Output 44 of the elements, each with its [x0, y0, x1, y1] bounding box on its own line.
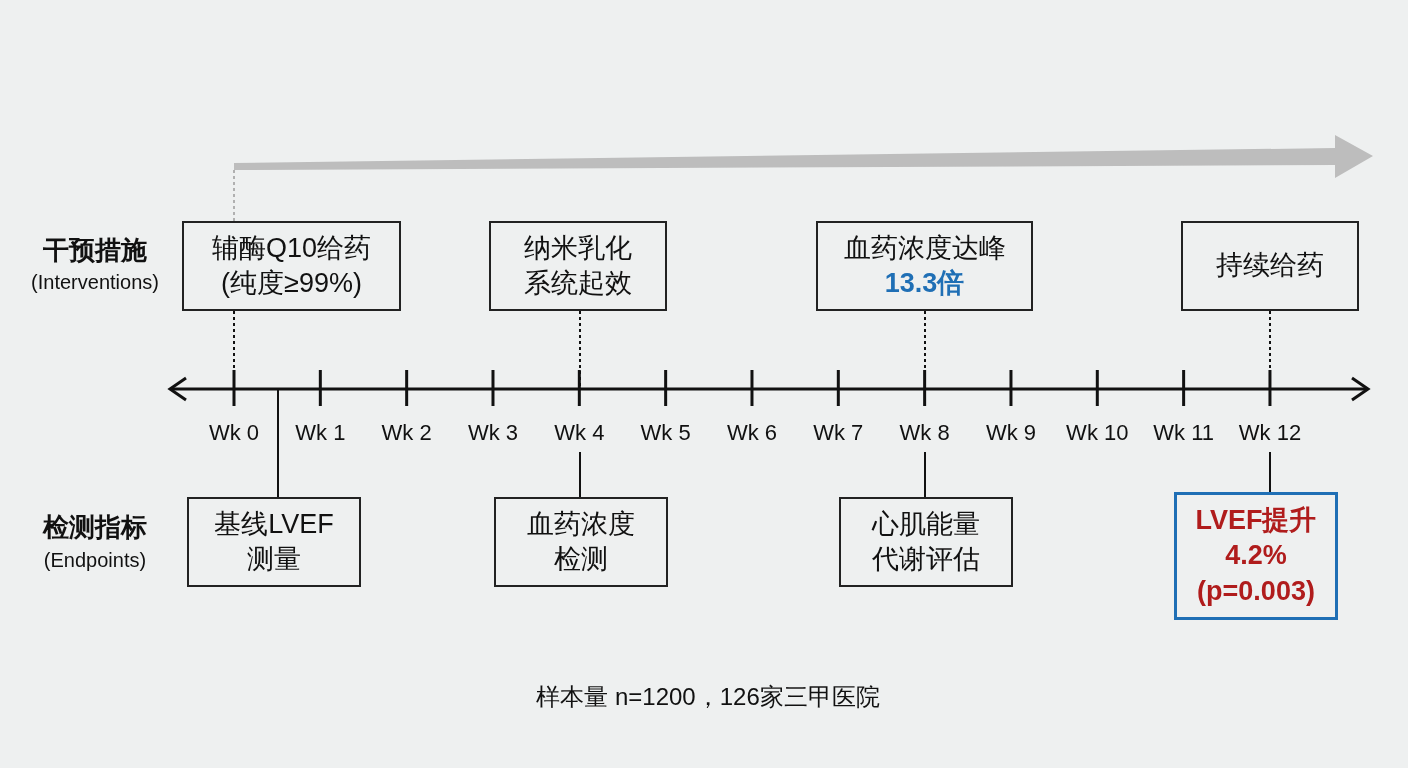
event-box	[489, 221, 667, 311]
tick-label: Wk 7	[813, 420, 864, 446]
event-box	[1181, 221, 1359, 311]
leader-line	[1269, 310, 1271, 389]
event-text: 血药浓度达峰	[843, 231, 1006, 265]
leader-line	[579, 451, 581, 498]
event-text: 基线LVEF 测量	[213, 507, 335, 576]
row-subheading: (Interventions)	[31, 270, 159, 294]
tick-label: Wk 1	[295, 420, 346, 446]
tick-label: Wk 10	[1066, 420, 1129, 446]
event-box	[839, 497, 1013, 587]
tick-label: Wk 5	[640, 420, 691, 446]
tick-label: Wk 0	[208, 420, 260, 446]
row-subheading: (Endpoints)	[43, 548, 147, 572]
leader-line	[924, 451, 926, 498]
tick-label: Wk 4	[554, 420, 605, 446]
event-text: 持续给药	[1216, 249, 1324, 283]
leader-line	[1269, 451, 1271, 493]
leader-line	[233, 310, 235, 389]
tick-label: Wk 11	[1153, 420, 1214, 446]
event-box	[182, 221, 401, 311]
leader-line	[277, 389, 279, 498]
event-text: LVEF提升 4.2% (p=0.003)	[1194, 504, 1318, 608]
leader-line	[579, 310, 581, 389]
event-text: 血药浓度检测	[526, 507, 636, 576]
leader-line	[233, 167, 235, 222]
event-box	[816, 221, 1033, 311]
tick-label: Wk 6	[726, 420, 778, 446]
caption: 样本量 n=1200，126家三甲医院	[536, 682, 880, 712]
event-box	[187, 497, 361, 587]
tick-label: Wk 12	[1238, 420, 1302, 446]
event-text: 纳米乳化系统起效	[523, 231, 633, 300]
tick-label: Wk 2	[381, 420, 432, 446]
tick-label: Wk 3	[467, 420, 519, 446]
event-box	[494, 497, 668, 587]
event-text: 辅酶Q10给药 (纯度≥99%)	[210, 231, 372, 300]
value-text: 13.3倍	[884, 267, 965, 300]
event-box	[1174, 492, 1338, 620]
tick-label: Wk 9	[985, 420, 1037, 446]
row-heading: 干预措施	[43, 233, 147, 267]
tick-label: Wk 8	[899, 420, 950, 446]
event-text: 心肌能量代谢评估	[870, 507, 981, 576]
leader-line	[924, 310, 926, 389]
row-heading: 检测指标	[43, 510, 147, 544]
